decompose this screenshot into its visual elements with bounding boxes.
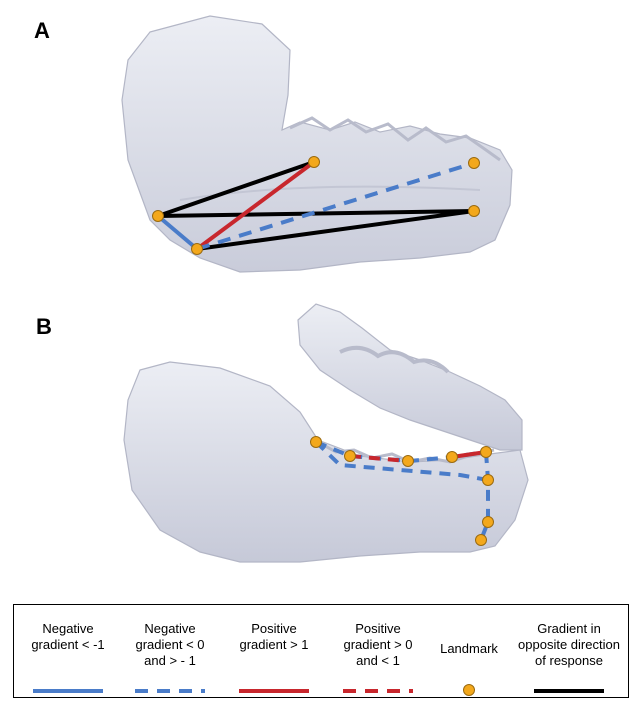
legend-label: Gradient in opposite direction of respon… xyxy=(510,621,628,669)
legend-label: Negative gradient < 0 and > - 1 xyxy=(118,621,222,669)
legend-sample-red-dashed xyxy=(343,688,413,694)
legend-sample-red-solid xyxy=(239,688,309,694)
legend-sample-blue-solid xyxy=(33,688,103,694)
legend-item-negative-between: Negative gradient < 0 and > - 1 xyxy=(118,605,222,697)
legend-label: Positive gradient > 1 xyxy=(222,621,326,653)
legend-sample-landmark-dot xyxy=(462,683,476,697)
landmark-dot xyxy=(447,452,458,463)
landmark-dot xyxy=(483,475,494,486)
legend-item-negative-lt-minus-one: Negative gradient < -1 xyxy=(18,605,118,697)
legend-label: Landmark xyxy=(426,641,512,657)
panel-b-mandible-diagram xyxy=(0,290,637,600)
legend-label: Negative gradient < -1 xyxy=(18,621,118,653)
legend-item-positive-between: Positive gradient > 0 and < 1 xyxy=(326,605,430,697)
landmark-dot xyxy=(469,158,480,169)
panel-a-mandible-diagram xyxy=(0,0,637,290)
mandible-far-arch-b xyxy=(298,304,522,450)
legend-box: Negative gradient < -1 Negative gradient… xyxy=(13,604,629,698)
legend-item-opposite-direction: Gradient in opposite direction of respon… xyxy=(510,605,628,697)
landmark-dot xyxy=(469,206,480,217)
landmark-dot xyxy=(311,437,322,448)
legend-sample-black-solid xyxy=(534,688,604,694)
legend-item-positive-gt-one: Positive gradient > 1 xyxy=(222,605,326,697)
landmark-dot xyxy=(309,157,320,168)
landmark-dot xyxy=(481,447,492,458)
landmark-dot xyxy=(345,451,356,462)
legend-sample-blue-dashed xyxy=(135,688,205,694)
landmark-dot xyxy=(483,517,494,528)
legend-item-landmark: Landmark xyxy=(426,605,512,697)
landmark-dot xyxy=(403,456,414,467)
landmark-dot xyxy=(192,244,203,255)
landmark-dot xyxy=(153,211,164,222)
landmark-dot xyxy=(476,535,487,546)
legend-label: Positive gradient > 0 and < 1 xyxy=(326,621,430,669)
